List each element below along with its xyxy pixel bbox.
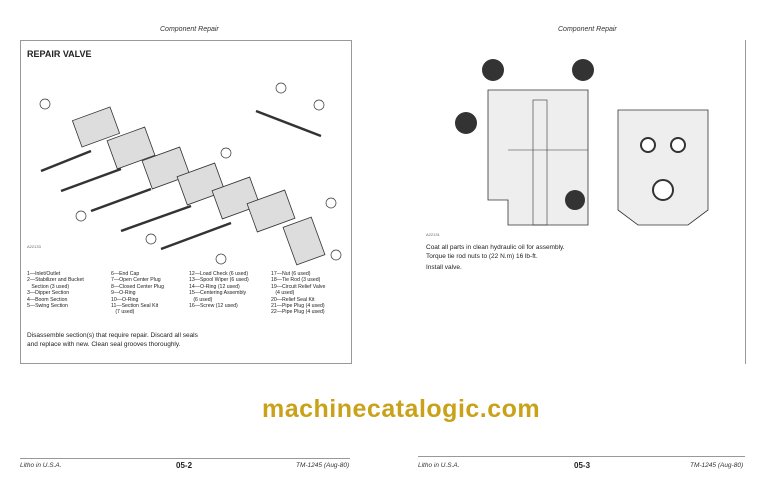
footer-right: TM-1245 (Aug-80) <box>690 462 744 469</box>
legend-item: 18—Tie Rod (3 used) <box>271 277 321 284</box>
footer-left: Litho in U.S.A. <box>418 462 460 469</box>
legend-item: 2—Stabilizer and Bucket <box>27 277 84 284</box>
instruction-line: and replace with new. Clean seal grooves… <box>27 341 181 348</box>
instructions: Disassemble section(s) that require repa… <box>27 331 327 349</box>
footer-rule <box>20 458 350 459</box>
page-number: 05-3 <box>574 461 591 470</box>
legend-item: 15—Centering Assembly <box>189 290 247 297</box>
legend-item: 19—Circuit Relief Valve <box>271 283 326 290</box>
legend-item: 21—Pipe Plug (4 used) <box>271 303 325 310</box>
instruction-line: Disassemble section(s) that require repa… <box>27 332 198 339</box>
right-page-frame: A22131 Coat all parts in clean hydraulic… <box>418 40 746 364</box>
legend-item: 8—Closed Center Plug <box>111 283 165 290</box>
footer-rule <box>418 456 745 457</box>
legend-item: 17—Nut (6 used) <box>271 271 311 277</box>
legend-item: 9—O-Ring <box>111 290 136 297</box>
legend-column-3: 12—Load Check (6 used)13—Spool Wiper (6 … <box>189 271 269 309</box>
instruction-line: Coat all parts in clean hydraulic oil fo… <box>426 244 565 251</box>
legend-item: 1—Inlet/Outlet <box>27 271 61 277</box>
legend-item: 14—O-Ring (12 used) <box>189 283 240 290</box>
instruction-line: Torque tie rod nuts to (22 N.m) 16 lb-ft… <box>426 253 538 260</box>
legend-item: (4 used) <box>271 290 295 297</box>
watermark: machinecatalogic.com <box>262 395 541 423</box>
instructions: Coat all parts in clean hydraulic oil fo… <box>426 243 726 272</box>
page-number: 05-2 <box>176 461 193 470</box>
legend-column-4: 17—Nut (6 used)18—Tie Rod (3 used)19—Cir… <box>271 271 349 316</box>
legend-item: 13—Spool Wiper (6 used) <box>189 277 249 284</box>
legend-item: 11—Section Seal Kit <box>111 303 159 310</box>
legend-item: 16—Screw (12 used) <box>189 303 238 310</box>
right-page-header: Component Repair <box>558 26 617 33</box>
legend-item: 20—Relief Seal Kit <box>271 296 315 303</box>
valve-section-illustration <box>455 59 709 226</box>
figure-id: A22131 <box>426 232 440 237</box>
legend-item: 12—Load Check (6 used) <box>189 271 249 277</box>
footer-left: Litho in U.S.A. <box>20 462 62 469</box>
left-page-header: Component Repair <box>160 26 219 33</box>
instruction-line: Install valve. <box>426 264 462 271</box>
exploded-valve-illustration <box>39 82 342 266</box>
legend-item: (6 used) <box>189 296 213 303</box>
legend-item: 4—Boom Section <box>27 296 68 303</box>
footer-right: TM-1245 (Aug-80) <box>296 462 350 469</box>
legend-item: Section (3 used) <box>27 283 70 290</box>
figure-id: A22133 <box>27 244 41 249</box>
page-title: REPAIR VALVE <box>27 49 92 59</box>
legend-item: 3—Dipper Section <box>27 290 70 297</box>
legend-item: 7—Open Center Plug <box>111 277 161 284</box>
legend-item: 10—O-Ring <box>111 296 139 303</box>
legend-item: 22—Pipe Plug (4 used) <box>271 309 325 316</box>
legend-item: 5—Swing Section <box>27 303 68 310</box>
legend-item: (7 used) <box>111 309 135 316</box>
legend-item: 6—End Cap <box>111 271 140 277</box>
